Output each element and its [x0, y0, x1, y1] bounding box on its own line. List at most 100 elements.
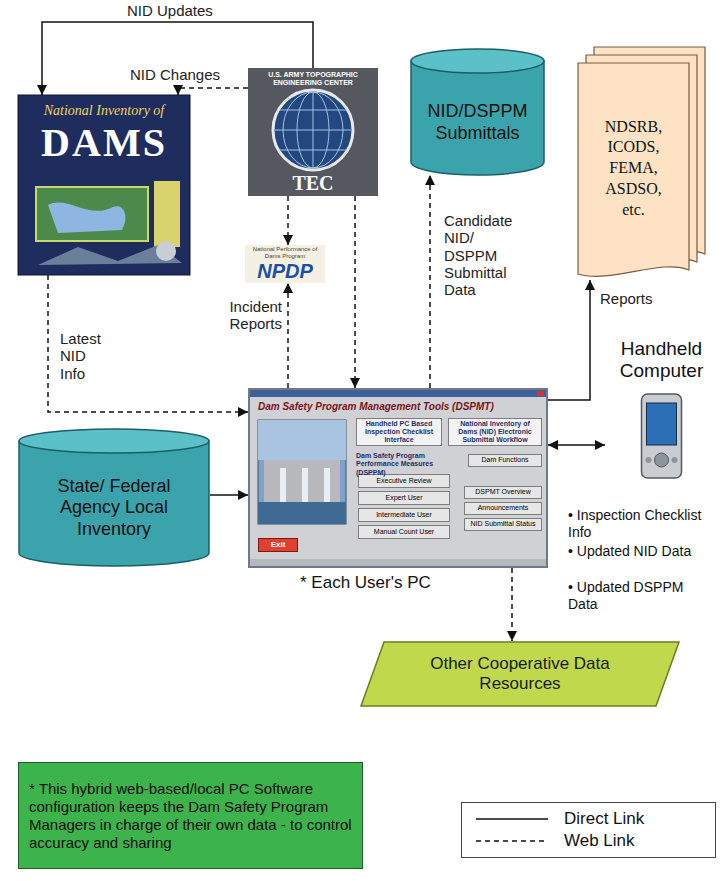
device-button	[672, 457, 678, 463]
legend-text: Web Link	[564, 831, 635, 851]
globe-line	[280, 150, 346, 151]
document-page	[578, 63, 689, 276]
node-text: NDSRB, ICODS, FEMA, ASDSO, etc.	[594, 117, 674, 221]
menu-button: Announcements	[464, 502, 542, 515]
node-text: TEC	[292, 172, 333, 194]
tec-logo: U.S. ARMY TOPOGRAPHIC ENGINEERING CENTER…	[248, 68, 378, 196]
device-body	[642, 394, 682, 478]
dam-wall	[264, 460, 340, 502]
edge-label: Incident Reports	[212, 298, 284, 333]
parallelogram-outline	[361, 642, 679, 706]
globe	[273, 90, 353, 170]
map-water	[48, 203, 125, 233]
web-link	[429, 175, 431, 388]
menu-button: Intermediate User	[358, 508, 450, 522]
node-text: Expert User	[386, 494, 423, 502]
edge-label: Candidate NID/ DSPPM Submittal Data	[442, 212, 528, 298]
menu-button: DSPMT Overview	[464, 486, 542, 499]
legend-line-sample	[472, 836, 552, 846]
bullet-item: • Updated DSPPM Data	[568, 579, 716, 613]
nid-poster: National Inventory ofDAMS	[18, 95, 190, 275]
menu-button: Executive Review	[358, 474, 450, 488]
edge-label: NID Changes	[128, 66, 222, 83]
node-text: Other Cooperative Data Resources	[420, 654, 620, 695]
cylinder-top	[411, 49, 544, 73]
close-box	[537, 391, 544, 396]
web-link	[48, 275, 248, 412]
edge-label: NID Updates	[125, 2, 215, 19]
web-link	[354, 196, 356, 388]
dam-spillway	[280, 468, 330, 502]
npdp-logo: National Performance of Dams ProgramNPDP	[245, 245, 325, 283]
map-strip	[154, 181, 180, 247]
node-text: * This hybrid web-based/local PC Softwar…	[29, 780, 352, 852]
node-text: U.S. ARMY TOPOGRAPHIC ENGINEERING CENTER	[256, 71, 370, 88]
node-text: Executive Review	[376, 477, 431, 485]
web-link	[178, 88, 248, 95]
handheld-device: Handheld Computer	[605, 338, 718, 488]
web-link	[511, 568, 513, 641]
node-text: Handheld Computer	[605, 338, 718, 382]
node-text: Announcements	[478, 504, 529, 512]
title-bar	[250, 390, 546, 397]
edge-label: Reports	[598, 290, 655, 307]
dish-picture	[156, 241, 176, 261]
direct-link	[548, 444, 605, 446]
direct-link	[548, 280, 590, 400]
legend-line-sample	[472, 814, 552, 824]
globe-line	[275, 130, 351, 131]
edge-label: Latest NID Info	[58, 330, 117, 382]
node-text: DSPMT Overview	[475, 488, 531, 496]
node-text: Dam Safety Program Management Tools (DSP…	[258, 401, 494, 413]
node-text: Intermediate User	[376, 511, 432, 519]
status-bar	[250, 559, 546, 566]
web-link	[287, 196, 289, 245]
device-button	[655, 453, 669, 467]
device-button	[646, 457, 652, 463]
node-text: NPDP	[257, 260, 313, 282]
bullet-item: • Inspection Checklist Info	[568, 507, 716, 541]
legend-line	[476, 818, 548, 820]
bullet-item: • Updated NID Data	[568, 543, 716, 560]
dam-photo	[258, 420, 346, 524]
node-text: NID/DSPPM Submittals	[418, 101, 537, 144]
legend-row: Direct Link	[472, 808, 705, 830]
cylinder-top	[19, 429, 209, 453]
cylinder-body	[411, 61, 544, 175]
database-cylinder: NID/DSPPM Submittals	[410, 48, 545, 175]
node-text: State/ Federal Agency Local Inventory	[44, 476, 184, 541]
menu-button: Dam Functions	[468, 454, 542, 467]
node-text: Dam Functions	[481, 456, 528, 464]
node-text: NID Submittal Status	[471, 520, 536, 528]
legend-line	[476, 840, 548, 842]
node-text: National Inventory of	[44, 103, 165, 120]
node-text: Handheld PC Based Inspection Checklist I…	[359, 420, 439, 444]
device-screen	[647, 403, 677, 445]
database-cylinder: State/ Federal Agency Local Inventory	[18, 428, 210, 566]
node-text: Manual Count User	[374, 528, 434, 536]
poster-ground	[18, 95, 190, 275]
legend-box: Direct LinkWeb Link	[461, 802, 716, 858]
panel-heading: Dam Safety Program Performance Measures …	[356, 452, 460, 477]
node-outline	[18, 428, 210, 566]
node-text: Exit	[271, 540, 286, 549]
legend-text: Direct Link	[564, 809, 644, 829]
menu-button: NID Submittal Status	[464, 518, 542, 531]
note-box: * This hybrid web-based/local PC Softwar…	[18, 762, 363, 869]
direct-link	[210, 494, 248, 496]
web-link	[287, 283, 289, 388]
node-text: National Performance of Dams Program	[247, 246, 323, 259]
dam-water	[258, 502, 346, 524]
node-text: DAMS	[41, 120, 167, 166]
menu-button: Expert User	[358, 491, 450, 505]
panel-button: National Inventory of Dams (NID) Electro…	[448, 418, 542, 446]
data-parallelogram: Other Cooperative Data Resources	[360, 641, 680, 707]
legend-row: Web Link	[472, 830, 705, 852]
globe-line	[280, 110, 346, 111]
caption-note: * Each User's PC	[300, 573, 460, 593]
node-text: National Inventory of Dams (NID) Electro…	[451, 420, 539, 444]
map-picture	[36, 187, 148, 241]
report-documents: NDSRB, ICODS, FEMA, ASDSO, etc.	[578, 47, 705, 280]
logo-ground	[248, 68, 378, 196]
